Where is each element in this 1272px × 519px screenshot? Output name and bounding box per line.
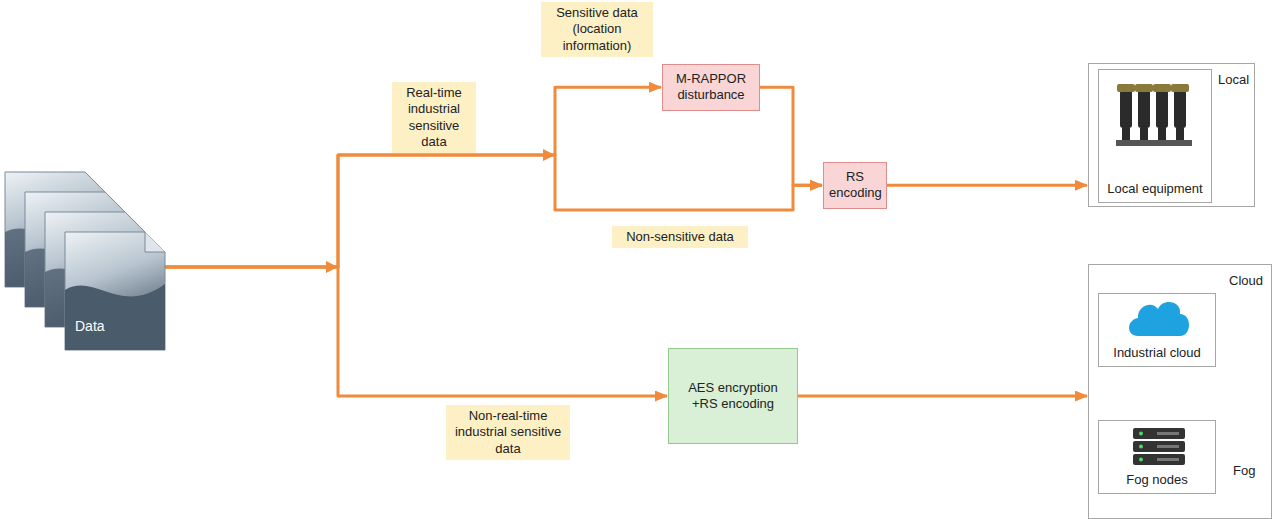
edge-label: Non-sensitive data [612,226,748,248]
node-text: Local [1218,72,1249,88]
flow-connector [887,184,1087,187]
node-text: Cloud [1229,273,1263,289]
node-text: M-RAPPOR disturbance [668,71,754,104]
data-stack-icon [5,172,165,350]
process-box: M-RAPPOR disturbance [662,64,760,111]
device-box: Industrial cloud [1098,293,1216,367]
edge-label: Sensitive data (location information) [541,2,653,57]
server-icon [1133,428,1185,465]
device-box: Local equipment [1098,69,1212,203]
device-box: Fog nodes [1098,420,1216,494]
cloud-icon [1129,302,1189,336]
node-text: RS encoding [829,169,881,202]
node-text: Fog [1233,463,1255,479]
flow-connector [165,155,822,267]
flow-connector [165,267,667,396]
node-text: AES encryption +RS encoding [674,380,792,413]
flow-connector [798,395,1087,398]
process-box: RS encoding [823,162,887,209]
data-icon-node: Data [5,172,165,352]
node-text: Local equipment [1102,181,1208,197]
machine-icon [1116,84,1192,146]
node-text: Industrial cloud [1102,345,1212,361]
flow-label: Real-time industrial sensitive data [392,82,476,153]
location-panel: LocalLocal equipment [1088,63,1255,207]
node-text: Fog nodes [1102,472,1212,488]
node-text: Data [75,318,105,336]
process-box: AES encryption +RS encoding [668,348,798,444]
edge-label: Non-real-time industrial sensitive data [446,405,570,460]
location-panel: CloudFog Industrial cloudFog nodes [1088,264,1272,519]
flow-connector [760,87,822,185]
